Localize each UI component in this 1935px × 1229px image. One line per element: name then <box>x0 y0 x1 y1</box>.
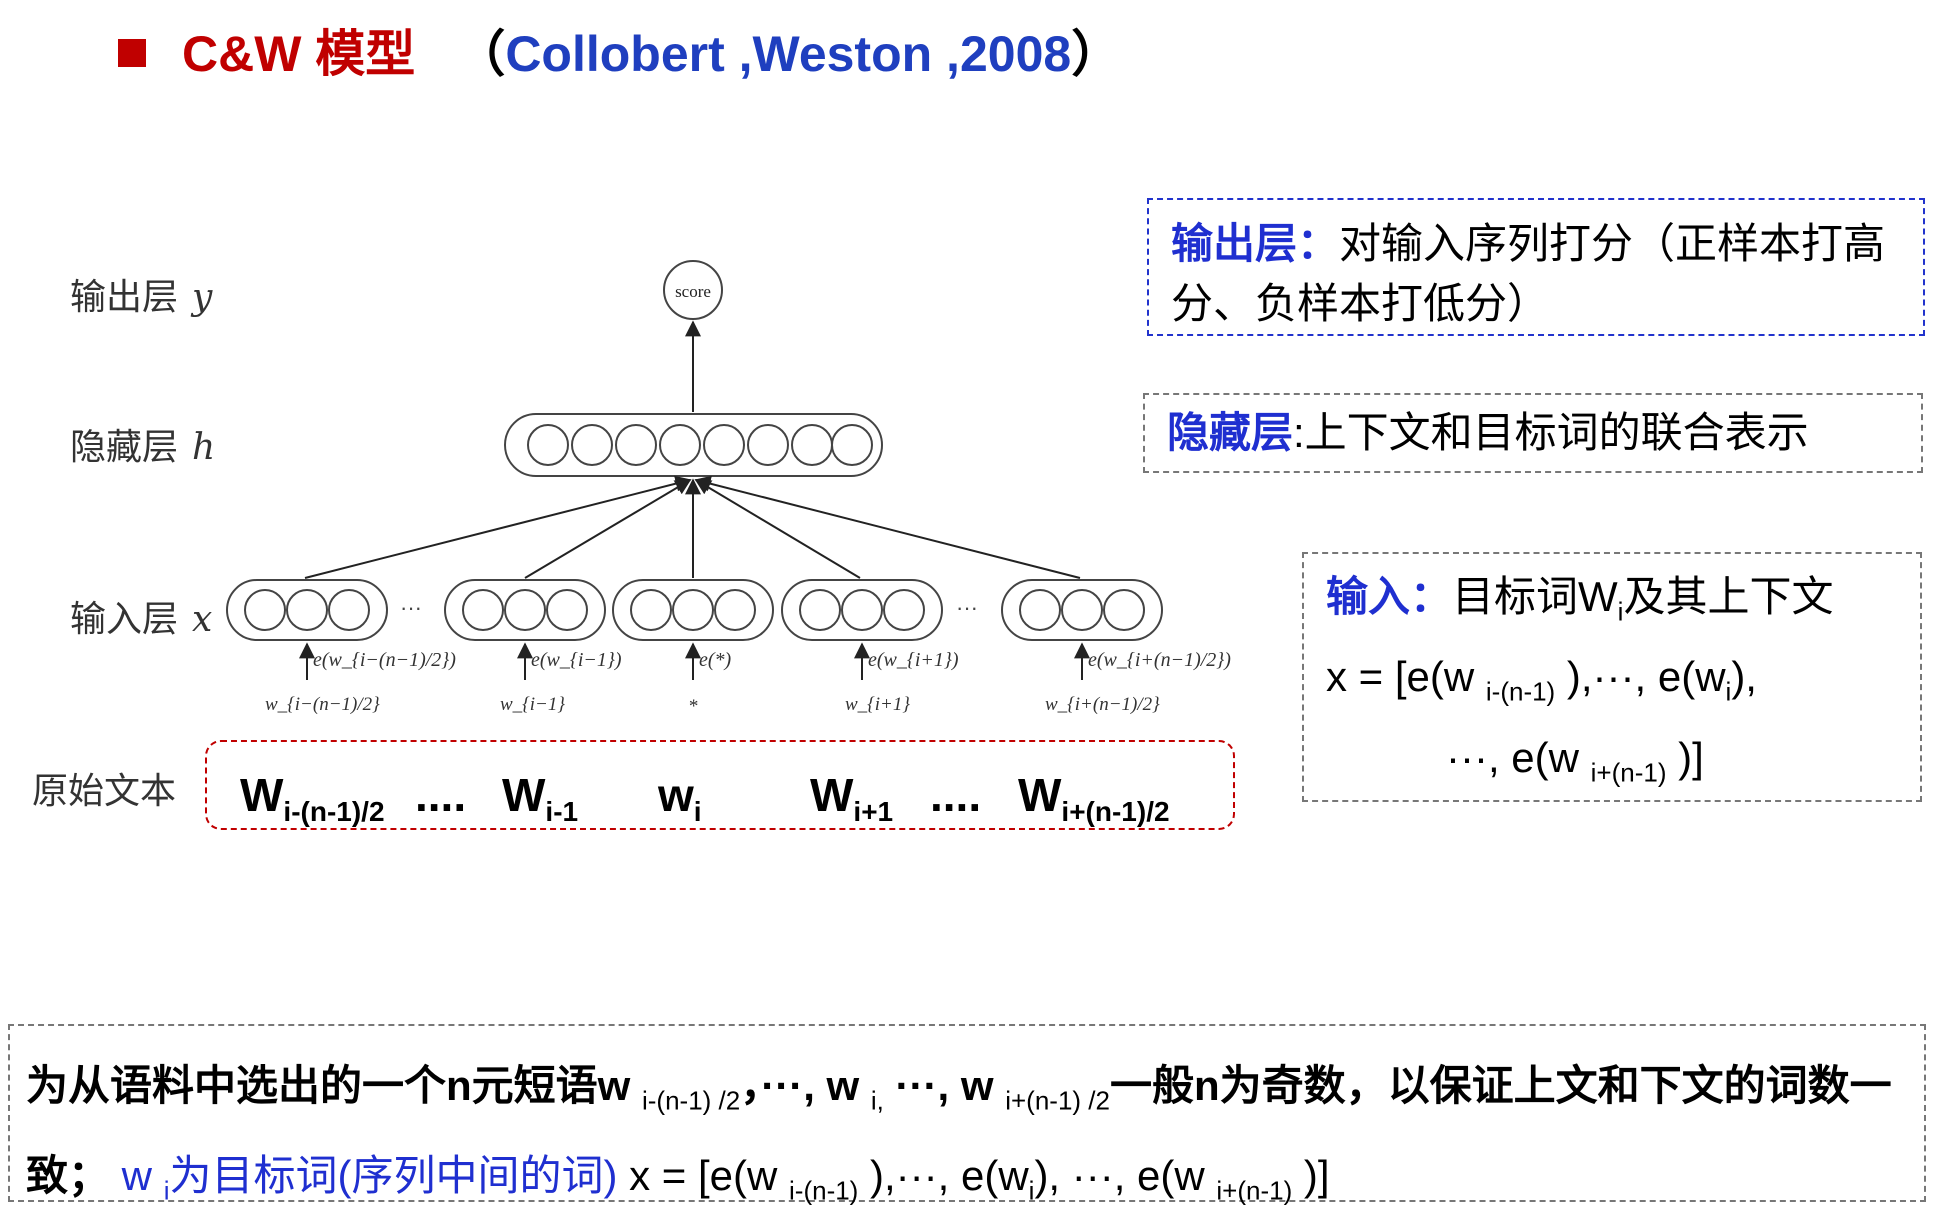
title-main: C&W 模型 <box>182 26 416 82</box>
embedding-label-3: e(*) <box>699 649 732 671</box>
input-group-1 <box>226 579 388 641</box>
layer-label-raw: 原始文本 <box>32 771 177 812</box>
score-node: score <box>663 260 723 320</box>
slide-title: C&W 模型 （Collobert ,Weston ,2008） <box>118 14 1121 86</box>
score-label: score <box>675 282 711 301</box>
word-label-5: w_{i+(n−1)/2} <box>1045 694 1160 715</box>
raw-word-4: Wi+1 <box>810 769 894 828</box>
embedding-label-2: e(w_{i−1}) <box>531 649 622 671</box>
note-input-layer: 输入：目标词Wi及其上下文 x = [e(w i-(n-1) ),···, e(… <box>1302 552 1922 802</box>
input-group-5 <box>1001 579 1163 641</box>
bullet-square-icon <box>118 39 146 67</box>
raw-word-3: wi <box>658 769 702 828</box>
word-label-1: w_{i−(n−1)/2} <box>265 694 380 715</box>
raw-word-1: Wi-(n-1)/2 <box>240 769 385 828</box>
embedding-label-4: e(w_{i+1}) <box>868 649 959 671</box>
input-group-3 <box>612 579 774 641</box>
raw-dots-2: .... <box>930 769 982 821</box>
note-hidden-layer: 隐藏层:上下文和目标词的联合表示 <box>1143 393 1923 473</box>
raw-text-box <box>205 740 1235 830</box>
word-label-2: w_{i−1} <box>500 694 565 715</box>
word-label-4: w_{i+1} <box>845 694 910 715</box>
ellipsis-left: ··· <box>400 595 422 620</box>
input-group-4 <box>781 579 943 641</box>
embedding-arrows <box>299 642 1090 680</box>
note-output-layer: 输出层：对输入序列打分（正样本打高分、负样本打低分） <box>1147 198 1925 336</box>
title-paren-open: （ <box>455 26 506 82</box>
raw-word-2: Wi-1 <box>502 769 579 828</box>
ellipsis-right: ··· <box>956 595 978 620</box>
hidden-layer-units <box>504 413 883 477</box>
raw-dots-1: .... <box>415 769 467 821</box>
title-citation: Collobert ,Weston ,2008 <box>505 26 1072 82</box>
input-to-hidden-arrows <box>304 475 1081 579</box>
raw-word-5: Wi+(n-1)/2 <box>1018 769 1170 828</box>
title-paren-close: ） <box>1071 26 1122 82</box>
embedding-label-5: e(w_{i+(n−1)/2}) <box>1088 649 1231 671</box>
input-group-2 <box>444 579 606 641</box>
embedding-label-1: e(w_{i−(n−1)/2}) <box>313 649 456 671</box>
word-label-3: * <box>688 696 698 717</box>
bottom-description: 为从语料中选出的一个n元短语w i-(n-1) /2，···, w i, ···… <box>8 1024 1926 1206</box>
